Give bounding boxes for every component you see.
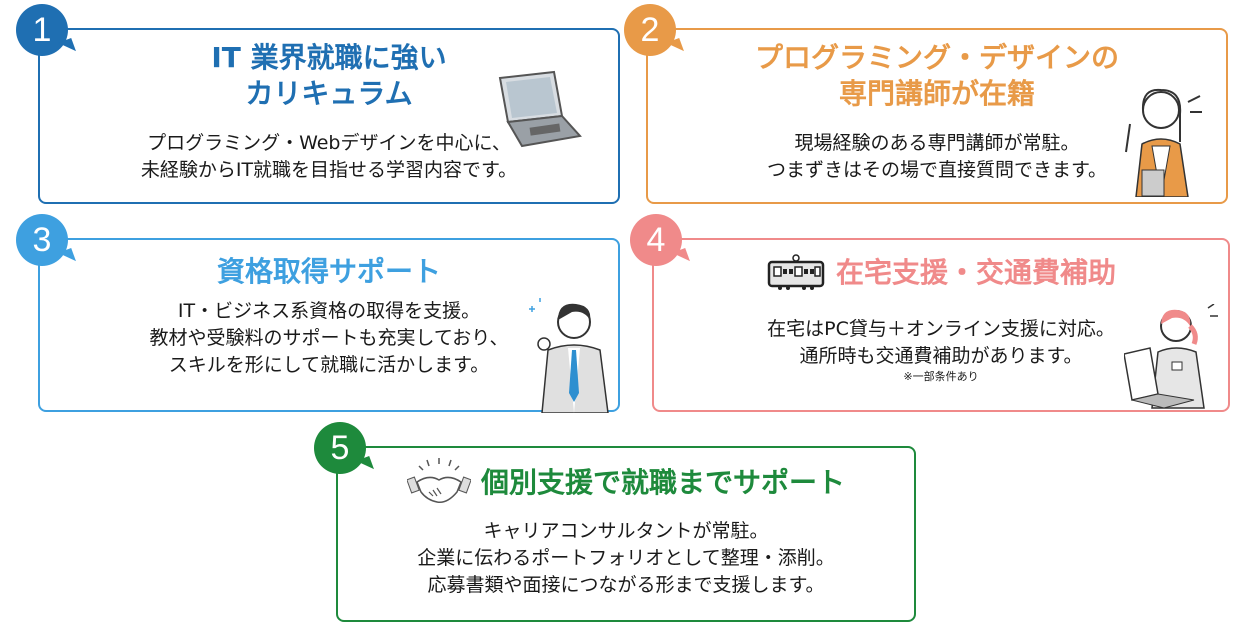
number-badge: 1 [16, 4, 68, 56]
card-body: 在宅はPC貸与＋オンライン支援に対応。 通所時も交通費補助があります。 ※一部条… [654, 316, 1228, 384]
train-icon [767, 254, 825, 290]
number-badge: 5 [314, 422, 366, 474]
card-title: 資格取得サポート [216, 255, 441, 288]
handshake-icon [406, 458, 471, 504]
card-body: プログラミング・Webデザインを中心に、 未経験からIT就職を目指せる学習内容で… [140, 132, 518, 181]
card-title: 個別支援で就職までサポート [338, 458, 914, 517]
feature-card-instructors: 2 プログラミング・デザインの 専門講師が在籍 現場経験のある専門講師が常駐。 … [624, 4, 1228, 204]
card-body: キャリアコンサルタントが常駐。 企業に伝わるポートフォリオとして整理・添削。 応… [417, 520, 835, 596]
card-body: 現場経験のある専門講師が常駐。 つまずきはその場で直接質問できます。 [766, 132, 1108, 181]
card-title: 在宅支援・交通費補助 [654, 254, 1228, 301]
number-badge: 4 [630, 214, 682, 266]
card-title: プログラミング・デザインの 専門講師が在籍 [754, 41, 1119, 110]
laptop-icon [498, 70, 582, 148]
card-body: IT・ビジネス系資格の取得を支援。 教材や受験料のサポートも充実しており、 スキ… [149, 300, 509, 376]
number-badge: 3 [16, 214, 68, 266]
card-title: IT 業界就職に強い カリキュラム [211, 41, 447, 110]
condition-note: ※一部条件あり [903, 370, 979, 383]
feature-card-certification: 3 資格取得サポート IT・ビジネス系資格の取得を支援。 教材や受験料のサポート… [16, 214, 620, 413]
feature-card-individual-support: 5 個別支援で就職までサポート キャリアコンサルタントが常駐。 企業に伝わるポー… [314, 422, 916, 622]
businessman-icon [529, 298, 609, 413]
operator-icon [1124, 304, 1218, 409]
instructor-icon [1125, 88, 1202, 197]
feature-card-remote-support: 4 在宅支援・交通費補助 在宅はPC貸与＋オンライン支援に対応。 通所時も交通費… [630, 214, 1230, 412]
number-badge: 2 [624, 4, 676, 56]
feature-card-curriculum: 1 IT 業界就職に強い カリキュラム プログラミング・Webデザインを中心に、… [16, 4, 620, 204]
